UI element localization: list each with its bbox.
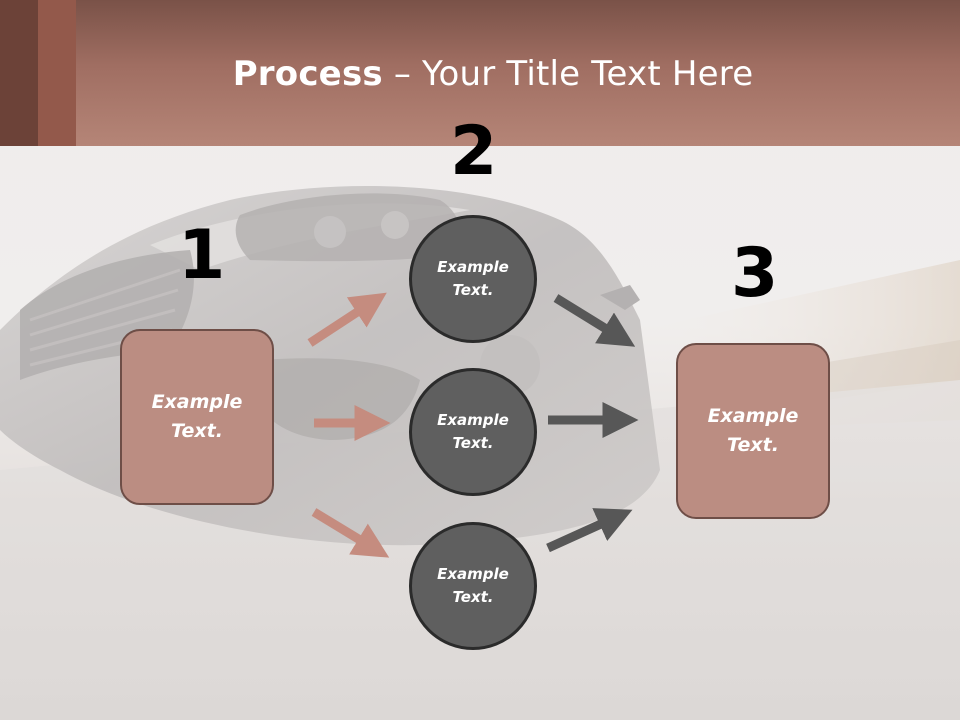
step3-box-text: Example Text. xyxy=(707,405,799,456)
step-number-2: 2 xyxy=(450,112,498,191)
circle-text: Example Text. xyxy=(437,565,509,606)
step2-circle-bottom[interactable]: Example Text. xyxy=(409,522,537,650)
title-bar xyxy=(0,0,960,146)
step2-circle-middle[interactable]: Example Text. xyxy=(409,368,537,496)
circle-text: Example Text. xyxy=(437,258,509,299)
step2-circle-top[interactable]: Example Text. xyxy=(409,215,537,343)
slide-title[interactable]: Process – Your Title Text Here xyxy=(0,54,960,94)
step1-box-text: Example Text. xyxy=(151,391,243,442)
header-accent-stripe xyxy=(38,0,76,146)
step-number-3: 3 xyxy=(731,234,779,313)
circle-text: Example Text. xyxy=(437,411,509,452)
step-number-1: 1 xyxy=(178,216,226,295)
header-accent-stripe xyxy=(0,0,38,146)
step3-box[interactable]: Example Text. xyxy=(676,343,830,519)
title-rest-part: – Your Title Text Here xyxy=(382,54,754,94)
step1-box[interactable]: Example Text. xyxy=(120,329,274,505)
title-bold-part: Process xyxy=(232,54,383,94)
